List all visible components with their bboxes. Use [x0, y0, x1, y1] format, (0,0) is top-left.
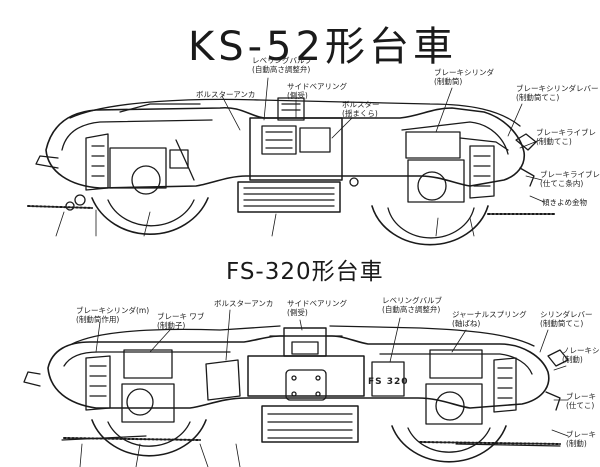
- fs320-label-cylinder-lever: シリンダレバー(制動筒てこ): [540, 310, 593, 328]
- fs320-label-lever-c: ブレーキ(制動): [566, 430, 596, 448]
- ks52-label-brake-lever: ブレーキライブレ(制動てこ): [536, 128, 596, 146]
- ks52-rail: [27, 205, 93, 209]
- fs320-label-bolster-anchor: ボルスターアンカ: [214, 299, 274, 308]
- ks52-label-leveling-valve: レベリングバルブ(自動高さ調整弁): [252, 56, 312, 74]
- fs320-label-leveling-valve: レベリングバルブ(自動高さ調整弁): [382, 296, 442, 314]
- ks52-label-side-bearing: サイドベアリング(側受): [287, 82, 347, 100]
- ks52-label-bolster-anchor: ボルスターアンカ: [196, 90, 256, 99]
- ks52-label-bolster: ボルスター(揺まくら): [342, 100, 380, 118]
- fs320-wheel-left: [91, 419, 207, 457]
- fs320-label-journal-spring: ジャーナルスプリング(軸ばね): [452, 310, 527, 328]
- ks52-brake-cylinder: [405, 131, 461, 159]
- ks52-axlebox-right: [407, 159, 465, 203]
- ks52-wheel-right: [371, 205, 489, 246]
- fs320-bolster: [247, 355, 365, 397]
- ks52-title: KS-52形台車: [188, 24, 457, 70]
- ks52-label-stopper: 傾きよめ金物: [542, 198, 587, 207]
- fs320-label-lever-b: ブレーキ(仕てこ): [566, 392, 596, 410]
- fs320-lower-spring: [261, 405, 359, 443]
- ks52-axlebox-left: [109, 147, 167, 189]
- fs320-bolster-plate: FS 320: [368, 377, 409, 387]
- fs320-brake-cylinder-left: [123, 349, 173, 379]
- ks52-air-spring: [237, 181, 341, 213]
- fs320-label-brake-cylinder: ブレーキシリンダ(m)(制動筒作用): [76, 306, 150, 324]
- fs320-axlebox-left: [121, 383, 175, 423]
- fs320-brake-cylinder-right: [429, 349, 483, 379]
- ks52-bogie-drawing: [27, 77, 557, 246]
- ks52-label-brake-rod: ブレーキライブレ(仕てこ条内): [540, 170, 600, 188]
- ks52-label-brake-cylinder: ブレーキシリンダ(制動筒): [434, 68, 494, 86]
- ks52-label-cylinder-lever: ブレーキシリンダレバー(制動筒てこ): [516, 84, 599, 102]
- fs320-label-lever-a: ノレーキシ(制動): [562, 346, 600, 364]
- fs320-label-brake-shoe: ブレーキ ワブ(制動子): [157, 312, 205, 330]
- fs320-wheel-right: [391, 425, 507, 463]
- fs320-axlebox-right: [425, 383, 483, 425]
- ks52-side-frame: [45, 106, 526, 189]
- fs320-bogie-drawing: [23, 309, 569, 467]
- fs320-side-frame: [47, 335, 550, 409]
- fs320-label-side-bearing: サイドベアリング(側受): [287, 299, 347, 317]
- ks52-wheel-left: [91, 197, 209, 235]
- fs320-title: FS-320形台車: [226, 259, 384, 285]
